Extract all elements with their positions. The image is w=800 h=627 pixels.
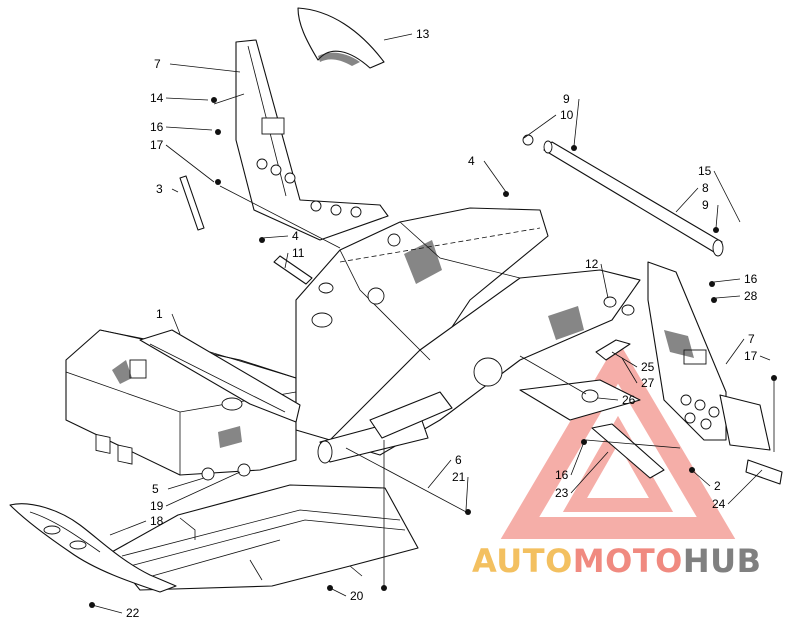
callout-label-c25: 25 — [641, 360, 655, 374]
callout-leader-c16c — [570, 441, 585, 476]
callout-leader-c9a — [573, 98, 580, 147]
callout-label-c26: 26 — [622, 393, 636, 407]
callout-label-c9b: 9 — [702, 198, 709, 212]
left-side-rail — [139, 329, 301, 423]
callout-label-c16c: 16 — [555, 468, 569, 482]
steering-cover — [297, 7, 385, 69]
callout-leader-c13 — [383, 33, 413, 41]
callout-label-c20: 20 — [350, 589, 364, 603]
callout-leader-c16a — [165, 126, 213, 131]
rod-3 — [179, 175, 205, 231]
floor-pan — [109, 484, 419, 591]
callout-label-c24: 24 — [712, 497, 726, 511]
callout-leader-c5 — [167, 477, 205, 490]
callout-label-c4b: 4 — [468, 154, 475, 168]
callout-label-c1: 1 — [156, 307, 163, 321]
callout-leader-c15 — [713, 170, 741, 223]
callout-leader-c18 — [109, 520, 147, 536]
callout-label-c17a: 17 — [150, 138, 164, 152]
callout-leader-c25 — [611, 351, 638, 368]
callout-label-c21: 21 — [452, 470, 466, 484]
callout-leader-c28 — [715, 295, 741, 299]
watermark: AUTOMOTOHUB — [472, 542, 762, 580]
steering-support-rear — [647, 261, 771, 451]
callout-leader-c4b — [483, 160, 507, 193]
callout-label-c18: 18 — [150, 514, 164, 528]
callout-label-c6: 6 — [455, 453, 462, 467]
steering-shaft — [522, 134, 724, 257]
callout-label-c22: 22 — [126, 606, 140, 620]
callout-label-c28: 28 — [744, 289, 758, 303]
callout-leader-c6 — [427, 459, 452, 489]
callout-leader-c14 — [165, 97, 209, 101]
callout-leader-c26 — [597, 397, 619, 401]
callout-leader-c19 — [165, 471, 241, 507]
callout-leader-c9b — [715, 204, 719, 229]
callout-leader-c24 — [727, 469, 763, 505]
callout-leader-c8 — [675, 187, 699, 213]
callout-label-c3: 3 — [156, 182, 163, 196]
callout-leader-c7b — [725, 338, 745, 365]
strap-24 — [745, 459, 783, 485]
callout-leader-c16b — [713, 278, 741, 283]
watermark-text-auto: AUTO — [472, 542, 573, 580]
callout-leader-c27 — [621, 357, 638, 384]
steering-support-upper — [235, 39, 389, 241]
callout-label-c8: 8 — [702, 181, 709, 195]
callout-leader-c12 — [600, 263, 609, 299]
watermark-text-hub: HUB — [683, 542, 762, 580]
callout-leader-c11 — [284, 252, 289, 269]
callout-leader-c2 — [693, 471, 711, 487]
nuts-5-19 — [201, 463, 251, 481]
callout-leader-c23 — [570, 451, 609, 494]
assembly-lines — [213, 93, 775, 586]
callout-label-c5: 5 — [152, 482, 159, 496]
callout-label-c16b: 16 — [744, 272, 758, 286]
callout-label-c16a: 16 — [150, 120, 164, 134]
svg-text:AUTOMOTOHUB: AUTOMOTOHUB — [472, 542, 762, 580]
callout-leader-c22 — [91, 604, 123, 614]
bracket-23 — [591, 423, 665, 479]
rivets — [89, 97, 777, 608]
bushing-26 — [581, 389, 599, 403]
callout-label-c4a: 4 — [292, 229, 299, 243]
callout-leader-c1 — [171, 313, 181, 335]
callout-leader-c4a — [261, 235, 289, 239]
callout-leader-c17b — [759, 355, 771, 361]
grommets-12 — [603, 296, 635, 316]
front-skid-plate — [9, 503, 177, 593]
watermark-text-moto: MOTO — [573, 542, 683, 580]
callout-label-c23: 23 — [555, 486, 569, 500]
callout-label-c14: 14 — [150, 91, 164, 105]
callout-labels: 1371416173411151918222049101589121628717… — [91, 27, 771, 620]
callout-label-c12: 12 — [585, 257, 599, 271]
callout-label-c27: 27 — [641, 376, 655, 390]
callout-label-c7b: 7 — [748, 332, 755, 346]
callout-label-c9a: 9 — [563, 92, 570, 106]
callout-label-c10: 10 — [560, 108, 574, 122]
callout-leader-c7a — [169, 63, 241, 73]
callout-leader-c21 — [465, 476, 469, 511]
callout-label-c2: 2 — [714, 479, 721, 493]
spring-11 — [273, 255, 313, 285]
callout-label-c13: 13 — [416, 27, 430, 41]
callout-leader-c17a — [165, 144, 215, 183]
callout-label-c19: 19 — [150, 499, 164, 513]
callout-label-c15: 15 — [698, 164, 712, 178]
callout-label-c11: 11 — [292, 246, 305, 260]
right-footrest-bracket — [369, 379, 641, 439]
callout-leader-c10 — [523, 114, 557, 139]
callout-leader-c3 — [171, 188, 179, 193]
callout-leader-c20 — [329, 587, 347, 597]
clip-25 — [595, 339, 631, 361]
callout-label-c7a: 7 — [154, 57, 161, 71]
callout-label-c17b: 17 — [744, 349, 758, 363]
